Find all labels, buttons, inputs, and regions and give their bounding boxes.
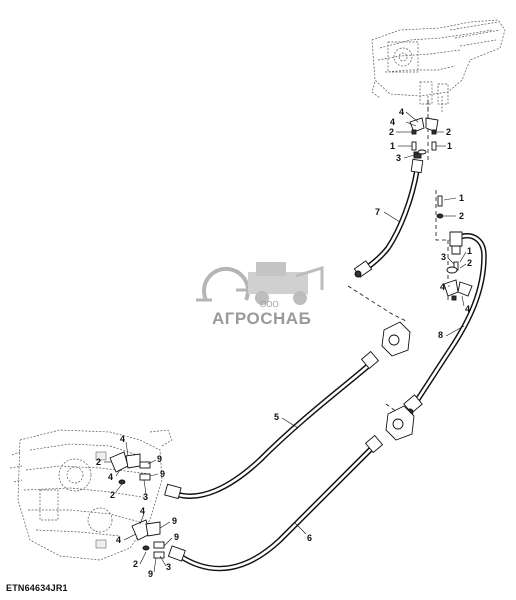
callout-bl-2a: 2 [96, 457, 101, 467]
callout-hose-8: 8 [438, 330, 443, 340]
bottom-left-clamp-lower [131, 519, 165, 559]
right-bolt-group [436, 195, 459, 274]
valve-port-lower [385, 405, 415, 441]
hose-6 [177, 445, 375, 572]
callout-bl-9a: 9 [157, 454, 162, 464]
callout-right-1b: 1 [467, 246, 472, 256]
hose-6-lower-fitting [167, 545, 186, 562]
callout-right-4a: 4 [440, 282, 445, 292]
hose-8-upper-fitting [449, 231, 463, 255]
transmission-assembly [9, 429, 173, 561]
callout-right-2b: 2 [467, 258, 472, 268]
callout-hose-5: 5 [274, 412, 279, 422]
pump-assembly [371, 19, 506, 112]
callout-bl-3a: 3 [143, 492, 148, 502]
callout-bl-9e: 9 [174, 532, 179, 542]
hose-5 [173, 363, 371, 499]
hose-5-lower-fitting [164, 483, 182, 500]
hose-6-upper-fitting [364, 434, 384, 454]
callouts: 4 4 2 2 1 1 3 7 1 2 1 2 3 4 4 8 5 6 4 2 … [96, 107, 472, 579]
leader-lines [104, 111, 467, 573]
hose-7-upper-fitting [410, 151, 424, 174]
callout-hose-7: 7 [375, 207, 380, 217]
callout-top-2-left: 2 [389, 127, 394, 137]
callout-right-3: 3 [441, 252, 446, 262]
callout-hose-6: 6 [307, 533, 312, 543]
callout-bl-9c: 9 [172, 516, 177, 526]
callout-right-1: 1 [459, 193, 464, 203]
watermark-prefix: ООО [260, 300, 279, 309]
callout-top-1-left: 1 [390, 141, 395, 151]
hose-7-lower-fitting [353, 260, 373, 278]
callout-bl-2b: 2 [110, 490, 115, 500]
hose-7 [361, 167, 420, 273]
callout-bl-4d: 4 [116, 535, 121, 545]
callout-right-4b: 4 [465, 304, 470, 314]
company-watermark: ООО АГРОСНАБ [196, 262, 324, 328]
top-clamp-group [409, 117, 439, 155]
callout-bl-3b: 3 [166, 562, 171, 572]
valve-port-upper [381, 321, 411, 357]
callout-top-4-right: 4 [390, 117, 395, 127]
figure-reference-code: ETN64634JR1 [6, 583, 68, 593]
callout-top-2-right: 2 [446, 127, 451, 137]
watermark-company-name: АГРОСНАБ [212, 309, 311, 328]
bottom-left-clamp-upper [109, 451, 151, 485]
callout-bl-4c: 4 [140, 506, 145, 516]
hose-5-upper-fitting [360, 350, 380, 370]
callout-top-3: 3 [396, 153, 401, 163]
callout-bl-2c: 2 [133, 559, 138, 569]
callout-right-2: 2 [459, 211, 464, 221]
callout-top-1-right: 1 [447, 141, 452, 151]
right-clamp-group [443, 279, 473, 301]
callout-bl-9b: 9 [160, 469, 165, 479]
callout-top-4-left: 4 [399, 107, 404, 117]
callout-bl-4b: 4 [108, 472, 113, 482]
callout-bl-9d: 9 [148, 569, 153, 579]
callout-bl-4a: 4 [120, 434, 125, 444]
hose-8 [413, 233, 487, 405]
